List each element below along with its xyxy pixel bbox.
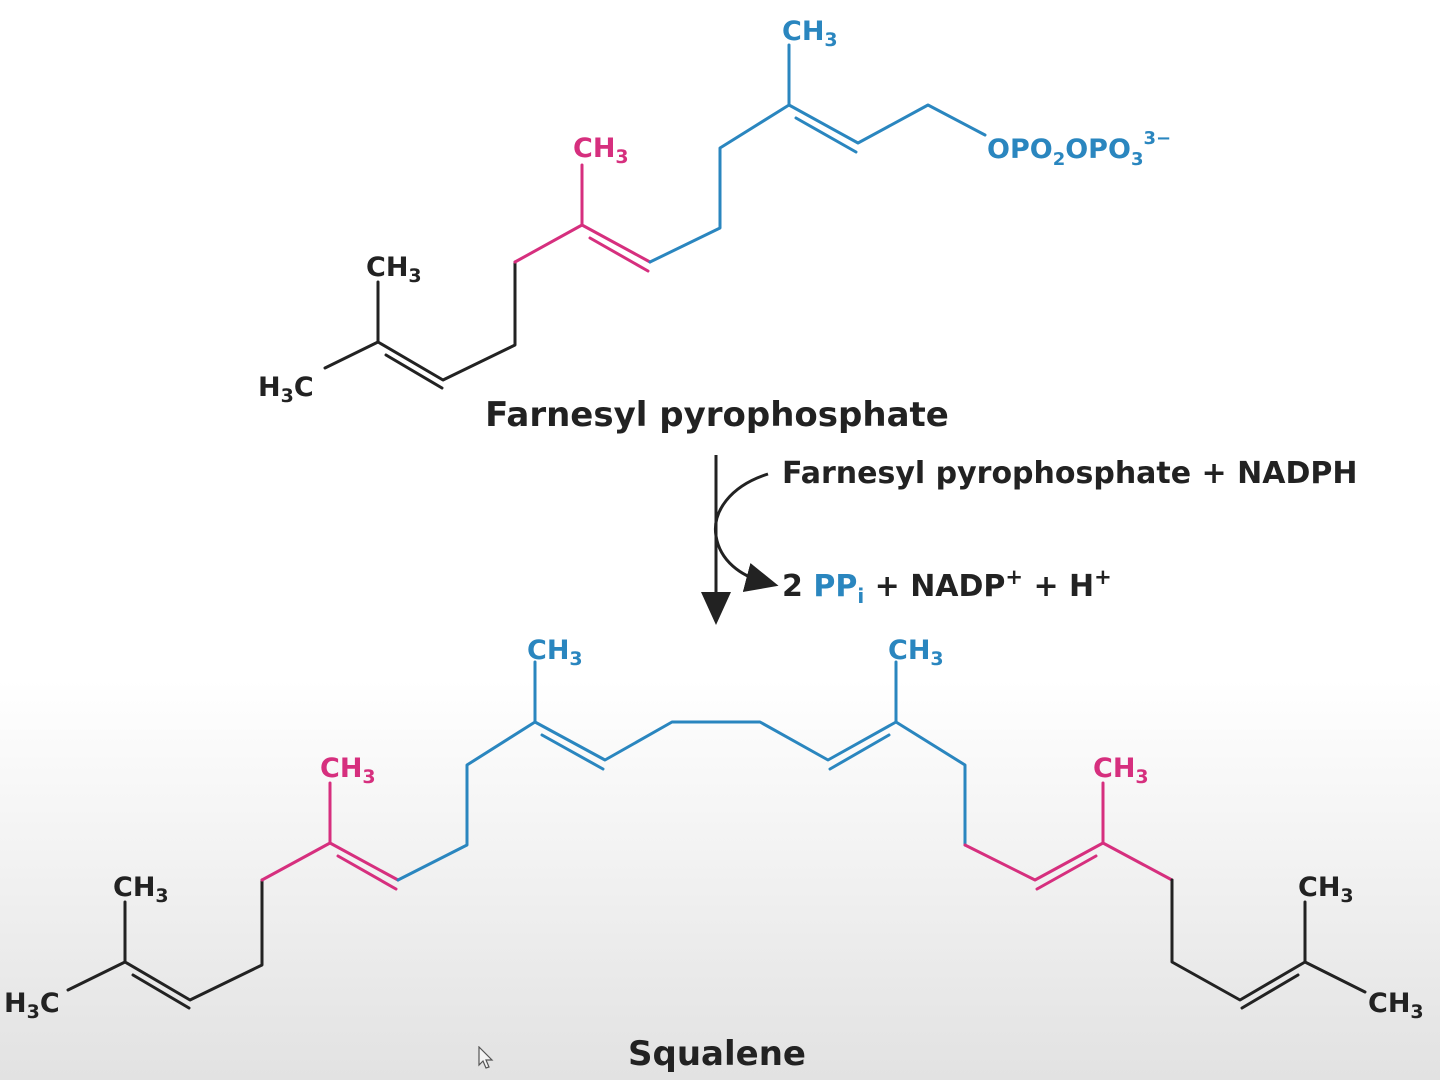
fpp-magenta-bonds [513, 163, 652, 273]
squalene-double-bond-right-1 [1240, 973, 1300, 1010]
squalene-ch3-center-left-label: CH3 [527, 635, 583, 670]
squalene-right-magenta-bonds [963, 781, 1174, 891]
fpp-double-bond-mid [588, 236, 650, 273]
reaction-output-label: 2 PPi + NADP+ + H+ [782, 565, 1112, 608]
squalene-structure [66, 660, 1367, 1010]
fpp-chain-black [323, 260, 517, 382]
squalene-double-bond-left-1 [131, 973, 191, 1010]
squalene-double-bond-left-2 [336, 854, 398, 891]
squalene-ch3-right-magenta-label: CH3 [1093, 753, 1149, 788]
farnesyl-pyrophosphate-structure [323, 43, 987, 390]
squalene-ch3-right-black-label: CH3 [1298, 872, 1354, 907]
reaction-input-label: Farnesyl pyrophosphate + NADPH [782, 456, 1357, 491]
fpp-ch3-top-label: CH3 [782, 16, 838, 51]
fpp-blue-bonds [648, 43, 987, 264]
farnesyl-pyrophosphate-title: Farnesyl pyrophosphate [485, 395, 949, 435]
squalene-chain-left-magenta [260, 841, 400, 882]
fpp-double-bond-left [384, 353, 444, 390]
squalene-double-bond-center-right [828, 733, 891, 771]
squalene-left-black-bonds [66, 878, 264, 1010]
squalene-h3c-left-label: H3C [4, 988, 60, 1023]
squalene-right-black-bonds [1170, 878, 1367, 1010]
pyrophosphate-group-label: OPO2OPO33− [987, 128, 1171, 170]
fpp-h3c-label: H3C [258, 372, 314, 407]
fpp-ch3-left-label: CH3 [366, 252, 422, 287]
squalene-chain-blue [396, 720, 967, 882]
squalene-double-bond-center-left [540, 733, 605, 771]
squalene-ch3-center-right-label: CH3 [888, 635, 944, 670]
squalene-chain-right-magenta [963, 841, 1174, 882]
fpp-ch3-mid-label: CH3 [573, 133, 629, 168]
fpp-black-bonds [323, 260, 517, 390]
squalene-ch3-left-black-label: CH3 [113, 872, 169, 907]
squalene-chain-right-black [1170, 878, 1367, 1002]
mouse-cursor-icon [478, 1046, 494, 1069]
squalene-left-magenta-bonds [260, 781, 400, 891]
squalene-title: Squalene [628, 1034, 806, 1074]
curved-side-arrow [713, 472, 779, 592]
squalene-double-bond-right-2 [1035, 854, 1098, 891]
squalene-chain-left-black [66, 878, 264, 1002]
fpp-chain-magenta [513, 223, 652, 264]
squalene-ch3-left-magenta-label: CH3 [320, 753, 376, 788]
squalene-ch3-right-end-label: CH3 [1368, 988, 1424, 1023]
fpp-double-bond-top [794, 116, 858, 154]
reaction-arrow [701, 455, 779, 625]
squalene-central-blue-bonds [396, 660, 967, 882]
